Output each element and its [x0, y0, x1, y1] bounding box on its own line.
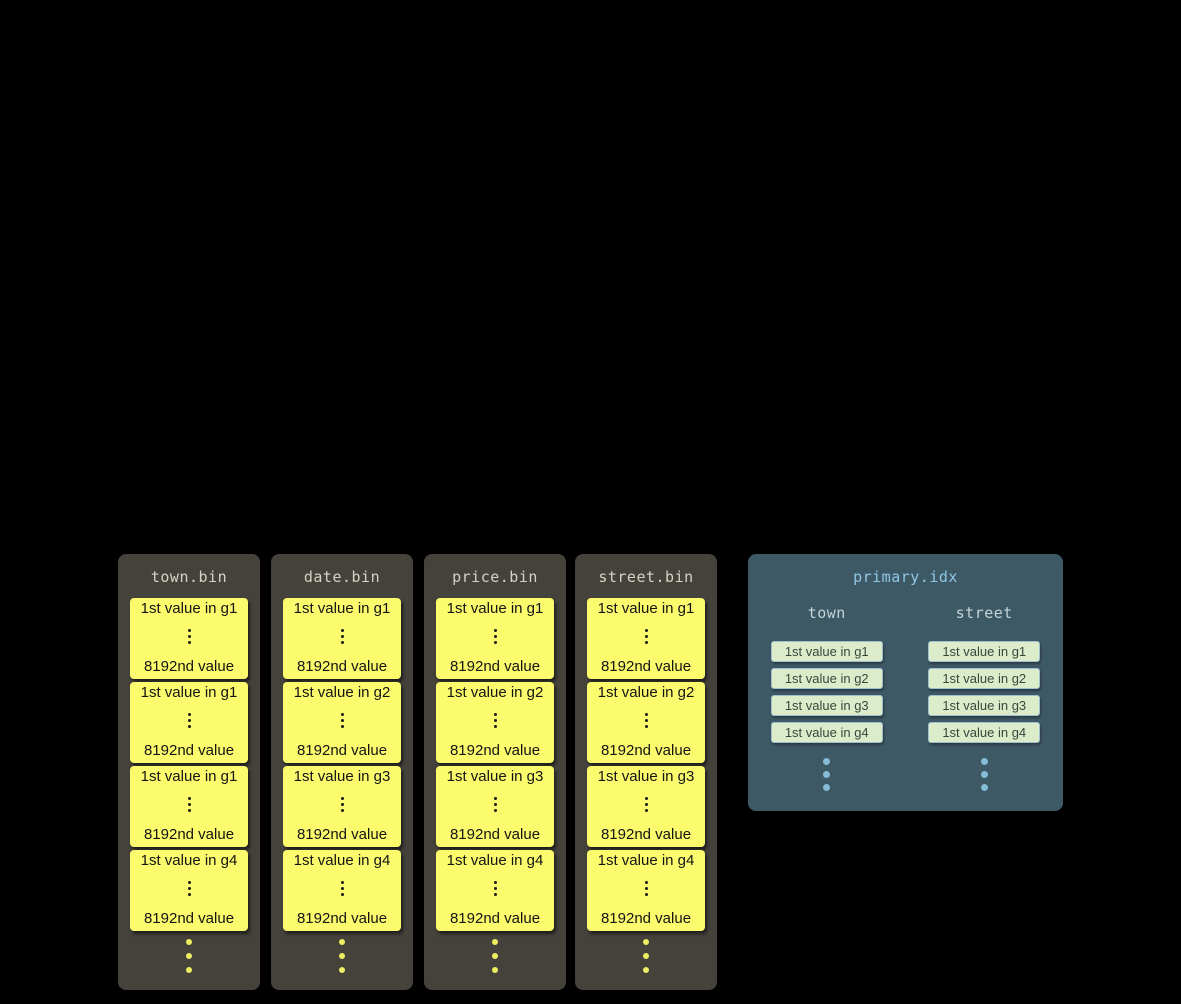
vertical-ellipsis-icon	[340, 629, 344, 632]
granule-first-value: 1st value in g2	[446, 684, 544, 701]
granule-first-value: 1st value in g3	[597, 768, 695, 785]
vertical-ellipsis-icon	[340, 713, 344, 716]
bin-file-title: date.bin	[303, 568, 381, 586]
vertical-ellipsis-icon	[187, 629, 191, 632]
more-entries-ellipsis-icon	[980, 758, 988, 765]
index-column-header: town	[807, 604, 846, 622]
index-column-street: street 1st value in g1 1st value in g2 1…	[906, 604, 1064, 765]
granule-first-value: 1st value in g4	[293, 852, 391, 869]
granule-block: 1st value in g1 8192nd value	[130, 598, 248, 679]
vertical-ellipsis-icon	[493, 881, 497, 884]
granule-block: 1st value in g1 8192nd value	[587, 598, 705, 679]
granule-stack: 1st value in g1 8192nd value 1st value i…	[575, 598, 717, 931]
granule-first-value: 1st value in g1	[140, 768, 238, 785]
vertical-ellipsis-icon	[187, 881, 191, 884]
granule-block: 1st value in g2 8192nd value	[283, 682, 401, 763]
granule-block: 1st value in g1 8192nd value	[436, 598, 554, 679]
granule-block: 1st value in g3 8192nd value	[283, 766, 401, 847]
granule-last-value: 8192nd value	[449, 742, 541, 759]
vertical-ellipsis-icon	[187, 713, 191, 716]
granule-last-value: 8192nd value	[143, 826, 235, 843]
granule-stack: 1st value in g1 8192nd value 1st value i…	[118, 598, 260, 931]
index-entry: 1st value in g2	[770, 668, 883, 689]
primary-index-title: primary.idx	[853, 568, 958, 586]
vertical-ellipsis-icon	[187, 797, 191, 800]
granule-block: 1st value in g4 8192nd value	[283, 850, 401, 931]
vertical-ellipsis-icon	[644, 713, 648, 716]
granule-first-value: 1st value in g3	[293, 768, 391, 785]
granule-first-value: 1st value in g2	[293, 684, 391, 701]
granule-first-value: 1st value in g1	[446, 600, 544, 617]
vertical-ellipsis-icon	[340, 881, 344, 884]
granule-block: 1st value in g1 8192nd value	[283, 598, 401, 679]
index-entry: 1st value in g1	[770, 641, 883, 662]
bin-file-panel-date: date.bin 1st value in g1 8192nd value 1s…	[271, 554, 413, 990]
bin-file-panel-town: town.bin 1st value in g1 8192nd value 1s…	[118, 554, 260, 990]
more-entries-ellipsis-icon	[823, 758, 831, 765]
vertical-ellipsis-icon	[493, 713, 497, 716]
more-granules-ellipsis-icon	[339, 939, 345, 945]
primary-index-panel: primary.idx town 1st value in g1 1st val…	[748, 554, 1063, 811]
vertical-ellipsis-icon	[493, 629, 497, 632]
vertical-ellipsis-icon	[340, 797, 344, 800]
granule-last-value: 8192nd value	[600, 826, 692, 843]
index-entry: 1st value in g4	[770, 722, 883, 743]
vertical-ellipsis-icon	[644, 881, 648, 884]
granule-first-value: 1st value in g2	[597, 684, 695, 701]
granule-last-value: 8192nd value	[143, 658, 235, 675]
index-column-header: street	[955, 604, 1013, 622]
granule-first-value: 1st value in g1	[140, 684, 238, 701]
bin-file-title: price.bin	[452, 568, 538, 586]
granule-last-value: 8192nd value	[296, 658, 388, 675]
granule-first-value: 1st value in g1	[140, 600, 238, 617]
granule-first-value: 1st value in g4	[597, 852, 695, 869]
granule-first-value: 1st value in g4	[446, 852, 544, 869]
index-entry: 1st value in g1	[928, 641, 1041, 662]
more-granules-ellipsis-icon	[492, 939, 498, 945]
granule-first-value: 1st value in g3	[446, 768, 544, 785]
index-entry: 1st value in g2	[928, 668, 1041, 689]
granule-last-value: 8192nd value	[600, 742, 692, 759]
vertical-ellipsis-icon	[644, 797, 648, 800]
granule-block: 1st value in g1 8192nd value	[130, 766, 248, 847]
granule-stack: 1st value in g1 8192nd value 1st value i…	[424, 598, 566, 931]
bin-file-panel-price: price.bin 1st value in g1 8192nd value 1…	[424, 554, 566, 990]
granule-first-value: 1st value in g4	[140, 852, 238, 869]
granule-last-value: 8192nd value	[449, 826, 541, 843]
granule-block: 1st value in g4 8192nd value	[436, 850, 554, 931]
granule-block: 1st value in g3 8192nd value	[436, 766, 554, 847]
index-entry: 1st value in g3	[770, 695, 883, 716]
granule-last-value: 8192nd value	[296, 826, 388, 843]
granule-last-value: 8192nd value	[296, 910, 388, 927]
vertical-ellipsis-icon	[493, 797, 497, 800]
granule-last-value: 8192nd value	[449, 910, 541, 927]
granule-first-value: 1st value in g1	[597, 600, 695, 617]
granule-block: 1st value in g4 8192nd value	[130, 850, 248, 931]
granule-last-value: 8192nd value	[600, 910, 692, 927]
index-column-town: town 1st value in g1 1st value in g2 1st…	[748, 604, 906, 765]
granule-block: 1st value in g2 8192nd value	[587, 682, 705, 763]
granule-last-value: 8192nd value	[296, 742, 388, 759]
granule-block: 1st value in g4 8192nd value	[587, 850, 705, 931]
granule-block: 1st value in g2 8192nd value	[436, 682, 554, 763]
index-entry: 1st value in g3	[928, 695, 1041, 716]
granule-stack: 1st value in g1 8192nd value 1st value i…	[271, 598, 413, 931]
granule-last-value: 8192nd value	[600, 658, 692, 675]
bin-file-panel-street: street.bin 1st value in g1 8192nd value …	[575, 554, 717, 990]
primary-index-columns: town 1st value in g1 1st value in g2 1st…	[748, 604, 1063, 765]
granule-block: 1st value in g1 8192nd value	[130, 682, 248, 763]
granule-last-value: 8192nd value	[449, 658, 541, 675]
granule-last-value: 8192nd value	[143, 742, 235, 759]
granule-block: 1st value in g3 8192nd value	[587, 766, 705, 847]
vertical-ellipsis-icon	[644, 629, 648, 632]
bin-file-title: street.bin	[598, 568, 694, 586]
bin-file-title: town.bin	[150, 568, 228, 586]
more-granules-ellipsis-icon	[643, 939, 649, 945]
index-entry: 1st value in g4	[928, 722, 1041, 743]
granule-last-value: 8192nd value	[143, 910, 235, 927]
granule-first-value: 1st value in g1	[293, 600, 391, 617]
more-granules-ellipsis-icon	[186, 939, 192, 945]
